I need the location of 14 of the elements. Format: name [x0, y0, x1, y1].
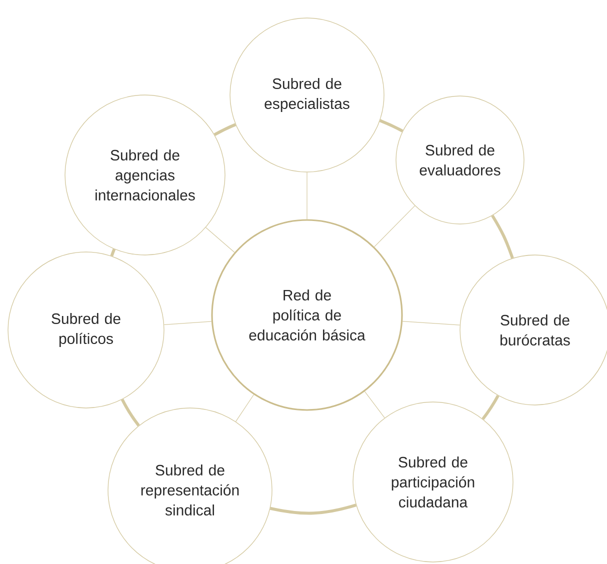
spoke-line [206, 227, 235, 253]
spoke-line [164, 321, 212, 325]
ring-connector [120, 398, 140, 426]
ring-connector [110, 248, 116, 256]
ring-connector [214, 123, 236, 136]
ring-connector [491, 214, 514, 259]
spoke-line [235, 394, 254, 422]
spoke-line [364, 391, 385, 418]
spoke-line [402, 320, 460, 326]
spoke-line [374, 205, 416, 248]
ring-connector [379, 119, 404, 132]
ring-connector [482, 394, 500, 420]
spoke-line [306, 172, 308, 220]
ring-connector [270, 504, 356, 515]
